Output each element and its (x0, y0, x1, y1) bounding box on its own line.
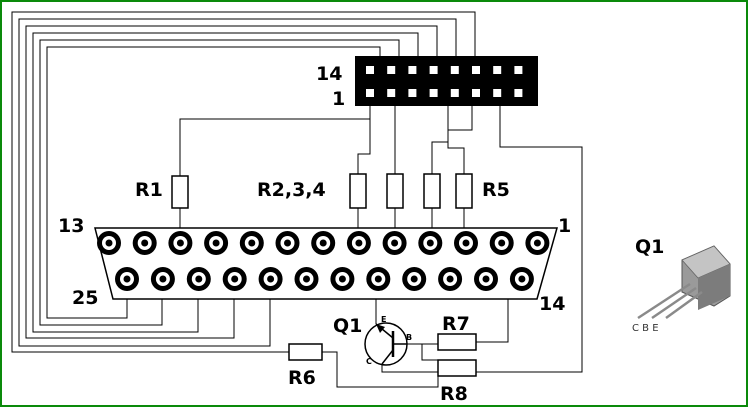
wire-r6-right (322, 351, 439, 388)
db25-pin (150, 267, 175, 291)
label-r6: R6 (288, 367, 316, 389)
header-pin (514, 89, 523, 97)
wire-r8-right (476, 106, 583, 373)
db25-pin (132, 231, 157, 255)
resistor-r6 (288, 343, 323, 361)
transistor-q1 (364, 322, 408, 366)
db25-label-13: 13 (58, 215, 84, 237)
transistor-package-icon (637, 245, 731, 320)
label-r7: R7 (442, 313, 470, 335)
header-pin (366, 66, 374, 74)
db25-pin (438, 267, 463, 291)
header-pin (387, 89, 396, 97)
label-r5: R5 (482, 179, 510, 201)
label-q1-base: B (406, 333, 412, 342)
header-label-1: 1 (332, 88, 345, 110)
db25-pin (275, 231, 300, 255)
wire-r1 (179, 106, 371, 176)
header-pin (493, 89, 502, 97)
header-pin (450, 89, 459, 97)
label-r1: R1 (135, 179, 163, 201)
db25-pins (97, 231, 550, 291)
wire-loop-4 (32, 32, 419, 333)
resistor-r3 (386, 173, 404, 209)
header-pin (408, 66, 417, 74)
header-pin (387, 66, 396, 74)
db25-pin (382, 231, 407, 255)
header-pin (514, 66, 523, 74)
label-r234: R2,3,4 (257, 179, 326, 201)
header-pin (450, 66, 459, 74)
db25-pin (115, 267, 139, 291)
db25-pin (454, 231, 478, 255)
header-pin (408, 89, 417, 97)
db25-pin (346, 231, 371, 255)
wiring (11, 11, 583, 388)
package-pin-labels: C B E (632, 323, 659, 334)
header-pin (366, 89, 374, 97)
package-title: Q1 (635, 236, 664, 258)
db25-pin (509, 267, 534, 291)
wire-r2 (357, 119, 371, 174)
header-label-14: 14 (316, 63, 342, 85)
resistor-r8 (437, 359, 477, 377)
wire-loop-1 (11, 11, 476, 353)
db25-pin (97, 231, 121, 255)
wire-loop-3 (25, 25, 438, 339)
db25-pin (402, 267, 427, 291)
resistor-r7 (437, 333, 477, 351)
wire-r5 (447, 106, 473, 174)
wire-r4 (431, 106, 449, 174)
db25-pin (330, 267, 355, 291)
wire-collector (381, 364, 438, 373)
db25-pin (489, 231, 514, 255)
header-pin (472, 89, 480, 97)
db25-pin (204, 231, 229, 255)
wire-base-r8 (421, 344, 438, 361)
wire-loop-5 (39, 39, 400, 326)
db25-label-1: 1 (558, 215, 571, 237)
db25-pin (311, 231, 336, 255)
wire-loop-2 (18, 18, 457, 347)
resistor-r1 (171, 175, 189, 209)
db25-pin (474, 267, 498, 291)
resistor-r2 (349, 173, 367, 209)
db25-label-14: 14 (539, 293, 565, 315)
label-q1-collector: C (366, 357, 372, 366)
resistor-r4 (423, 173, 441, 209)
db25-pin (186, 267, 211, 291)
db25-pin (258, 267, 283, 291)
label-q1: Q1 (333, 315, 362, 337)
db25-pin (168, 231, 193, 255)
db25-pin (222, 267, 247, 291)
db25-label-25: 25 (72, 287, 98, 309)
db25-pin (366, 267, 391, 291)
header-pin (429, 66, 438, 74)
label-q1-emitter: E (381, 315, 386, 324)
resistor-r5 (455, 173, 473, 209)
header-pins (366, 66, 523, 97)
db25-pin (418, 231, 443, 255)
label-r8: R8 (440, 383, 468, 405)
db25-pin (239, 231, 264, 255)
db25-pin (294, 267, 319, 291)
wire-loop-6 (46, 46, 381, 319)
header-pin (429, 89, 438, 97)
header-pin (493, 66, 502, 74)
header-pin (472, 66, 480, 74)
pin-header (355, 56, 538, 106)
db25-pin (525, 231, 550, 255)
